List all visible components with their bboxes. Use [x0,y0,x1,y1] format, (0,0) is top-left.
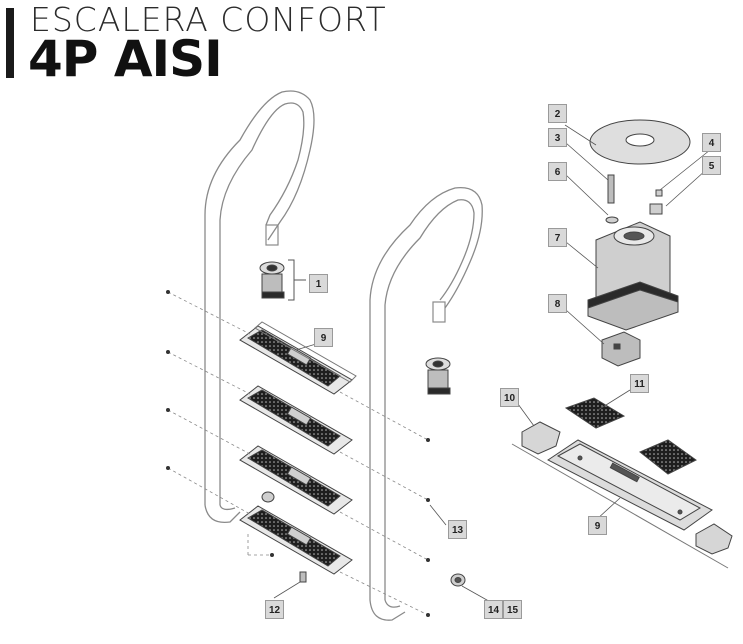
small-cap [261,491,275,503]
callout-3: 3 [548,128,567,147]
leader-lines [273,124,711,605]
callout-5: 5 [702,156,721,175]
callout-1: 1 [309,274,328,293]
mesh-insert-11 [564,397,697,475]
anchor-cover-2 [589,119,691,165]
callout-8: 8 [548,294,567,313]
left-anchor-part [259,261,285,299]
callout-12: 12 [265,600,284,619]
title-accent-bar [6,8,14,78]
callout-6: 6 [548,162,567,181]
clip-4-5 [649,189,663,215]
right-anchor-part [425,357,451,395]
cap-14-15 [450,573,466,587]
screws [166,290,430,617]
block-8 [601,331,641,367]
left-handrail [204,90,315,524]
title-line-2: 4P AISI [28,30,223,88]
title-line-1: ESCALERA CONFORT [30,0,387,39]
bolt-12 [299,571,307,583]
callout-4: 4 [702,133,721,152]
callout-13: 13 [448,520,467,539]
step-2 [239,385,353,455]
callout-2: 2 [548,104,567,123]
anchor-body-7 [587,221,679,331]
washer-6 [605,216,619,224]
callout-15: 15 [503,600,522,619]
step-3 [239,445,353,515]
step-4 [239,505,353,575]
right-rail-end [432,301,446,323]
screw-lines [167,291,429,616]
callout-11: 11 [630,374,649,393]
callout-9-top: 9 [314,328,333,347]
bolt-3 [607,174,615,204]
step-detail-9 [547,439,713,531]
left-rail-end [265,224,279,246]
callout-9-bottom: 9 [588,516,607,535]
step-1 [239,325,353,395]
callout-10: 10 [500,388,519,407]
callout-7: 7 [548,228,567,247]
right-handrail [369,186,483,621]
end-clip-10 [521,421,733,555]
callout-14: 14 [484,600,503,619]
